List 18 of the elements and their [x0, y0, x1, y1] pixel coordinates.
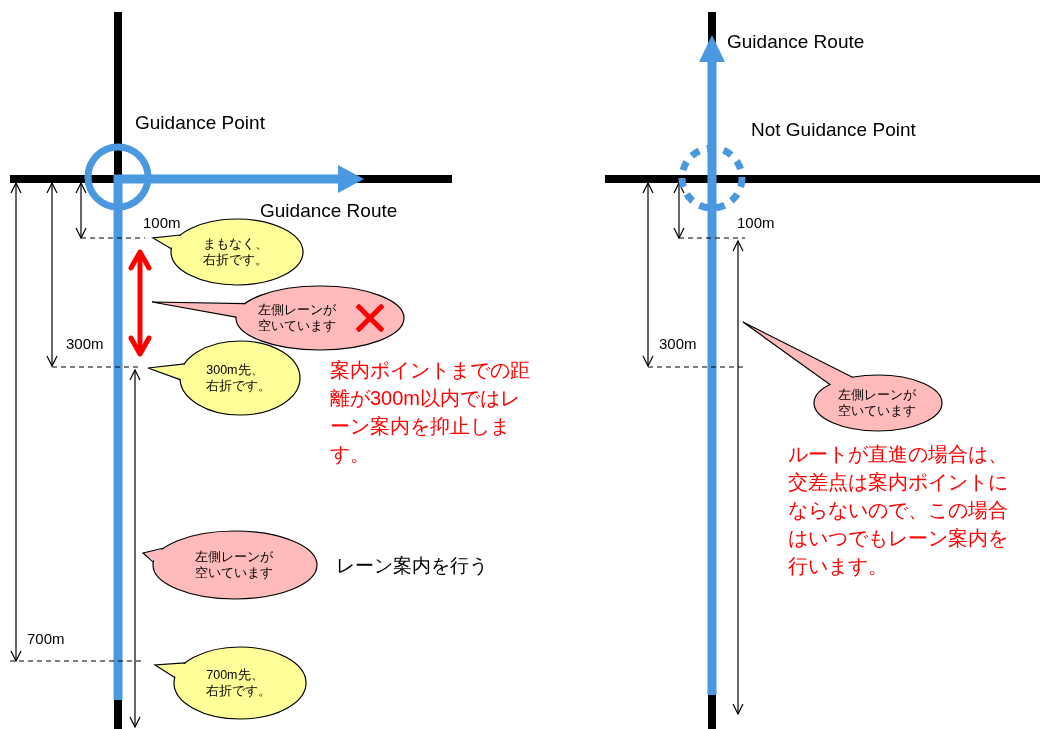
bubble-text: 300m先、右折です。 — [206, 362, 273, 394]
distance-label: 700m — [27, 629, 65, 649]
note-text: 案内ポイントまでの距離が300m以内ではレーン案内を抑止します。 — [330, 358, 530, 467]
point-label: Guidance Point — [135, 112, 265, 134]
bubble-text: まもなく、右折です。 — [203, 236, 270, 268]
point-label: Not Guidance Point — [751, 119, 916, 141]
bubble-text: 左側レーンが空いています — [195, 549, 274, 581]
distance-label: 300m — [66, 334, 104, 354]
route-label: Guidance Route — [260, 199, 398, 223]
bubble-text: 左側レーンが空いています — [258, 302, 337, 334]
route-label: Guidance Route — [727, 30, 865, 54]
distance-label: 100m — [143, 213, 181, 233]
note-text: ルートが直進の場合は、交差点は案内ポイントにならないので、この場合はいつでもレーン案内を行います。 — [788, 442, 1009, 579]
distance-label: 100m — [737, 213, 775, 233]
distance-label: 300m — [659, 334, 697, 354]
bubble-text: 左側レーンが空いています — [838, 387, 917, 419]
action-label: レーン案内を行う — [336, 554, 488, 578]
bubble-text: 700m先、右折です。 — [206, 667, 273, 699]
